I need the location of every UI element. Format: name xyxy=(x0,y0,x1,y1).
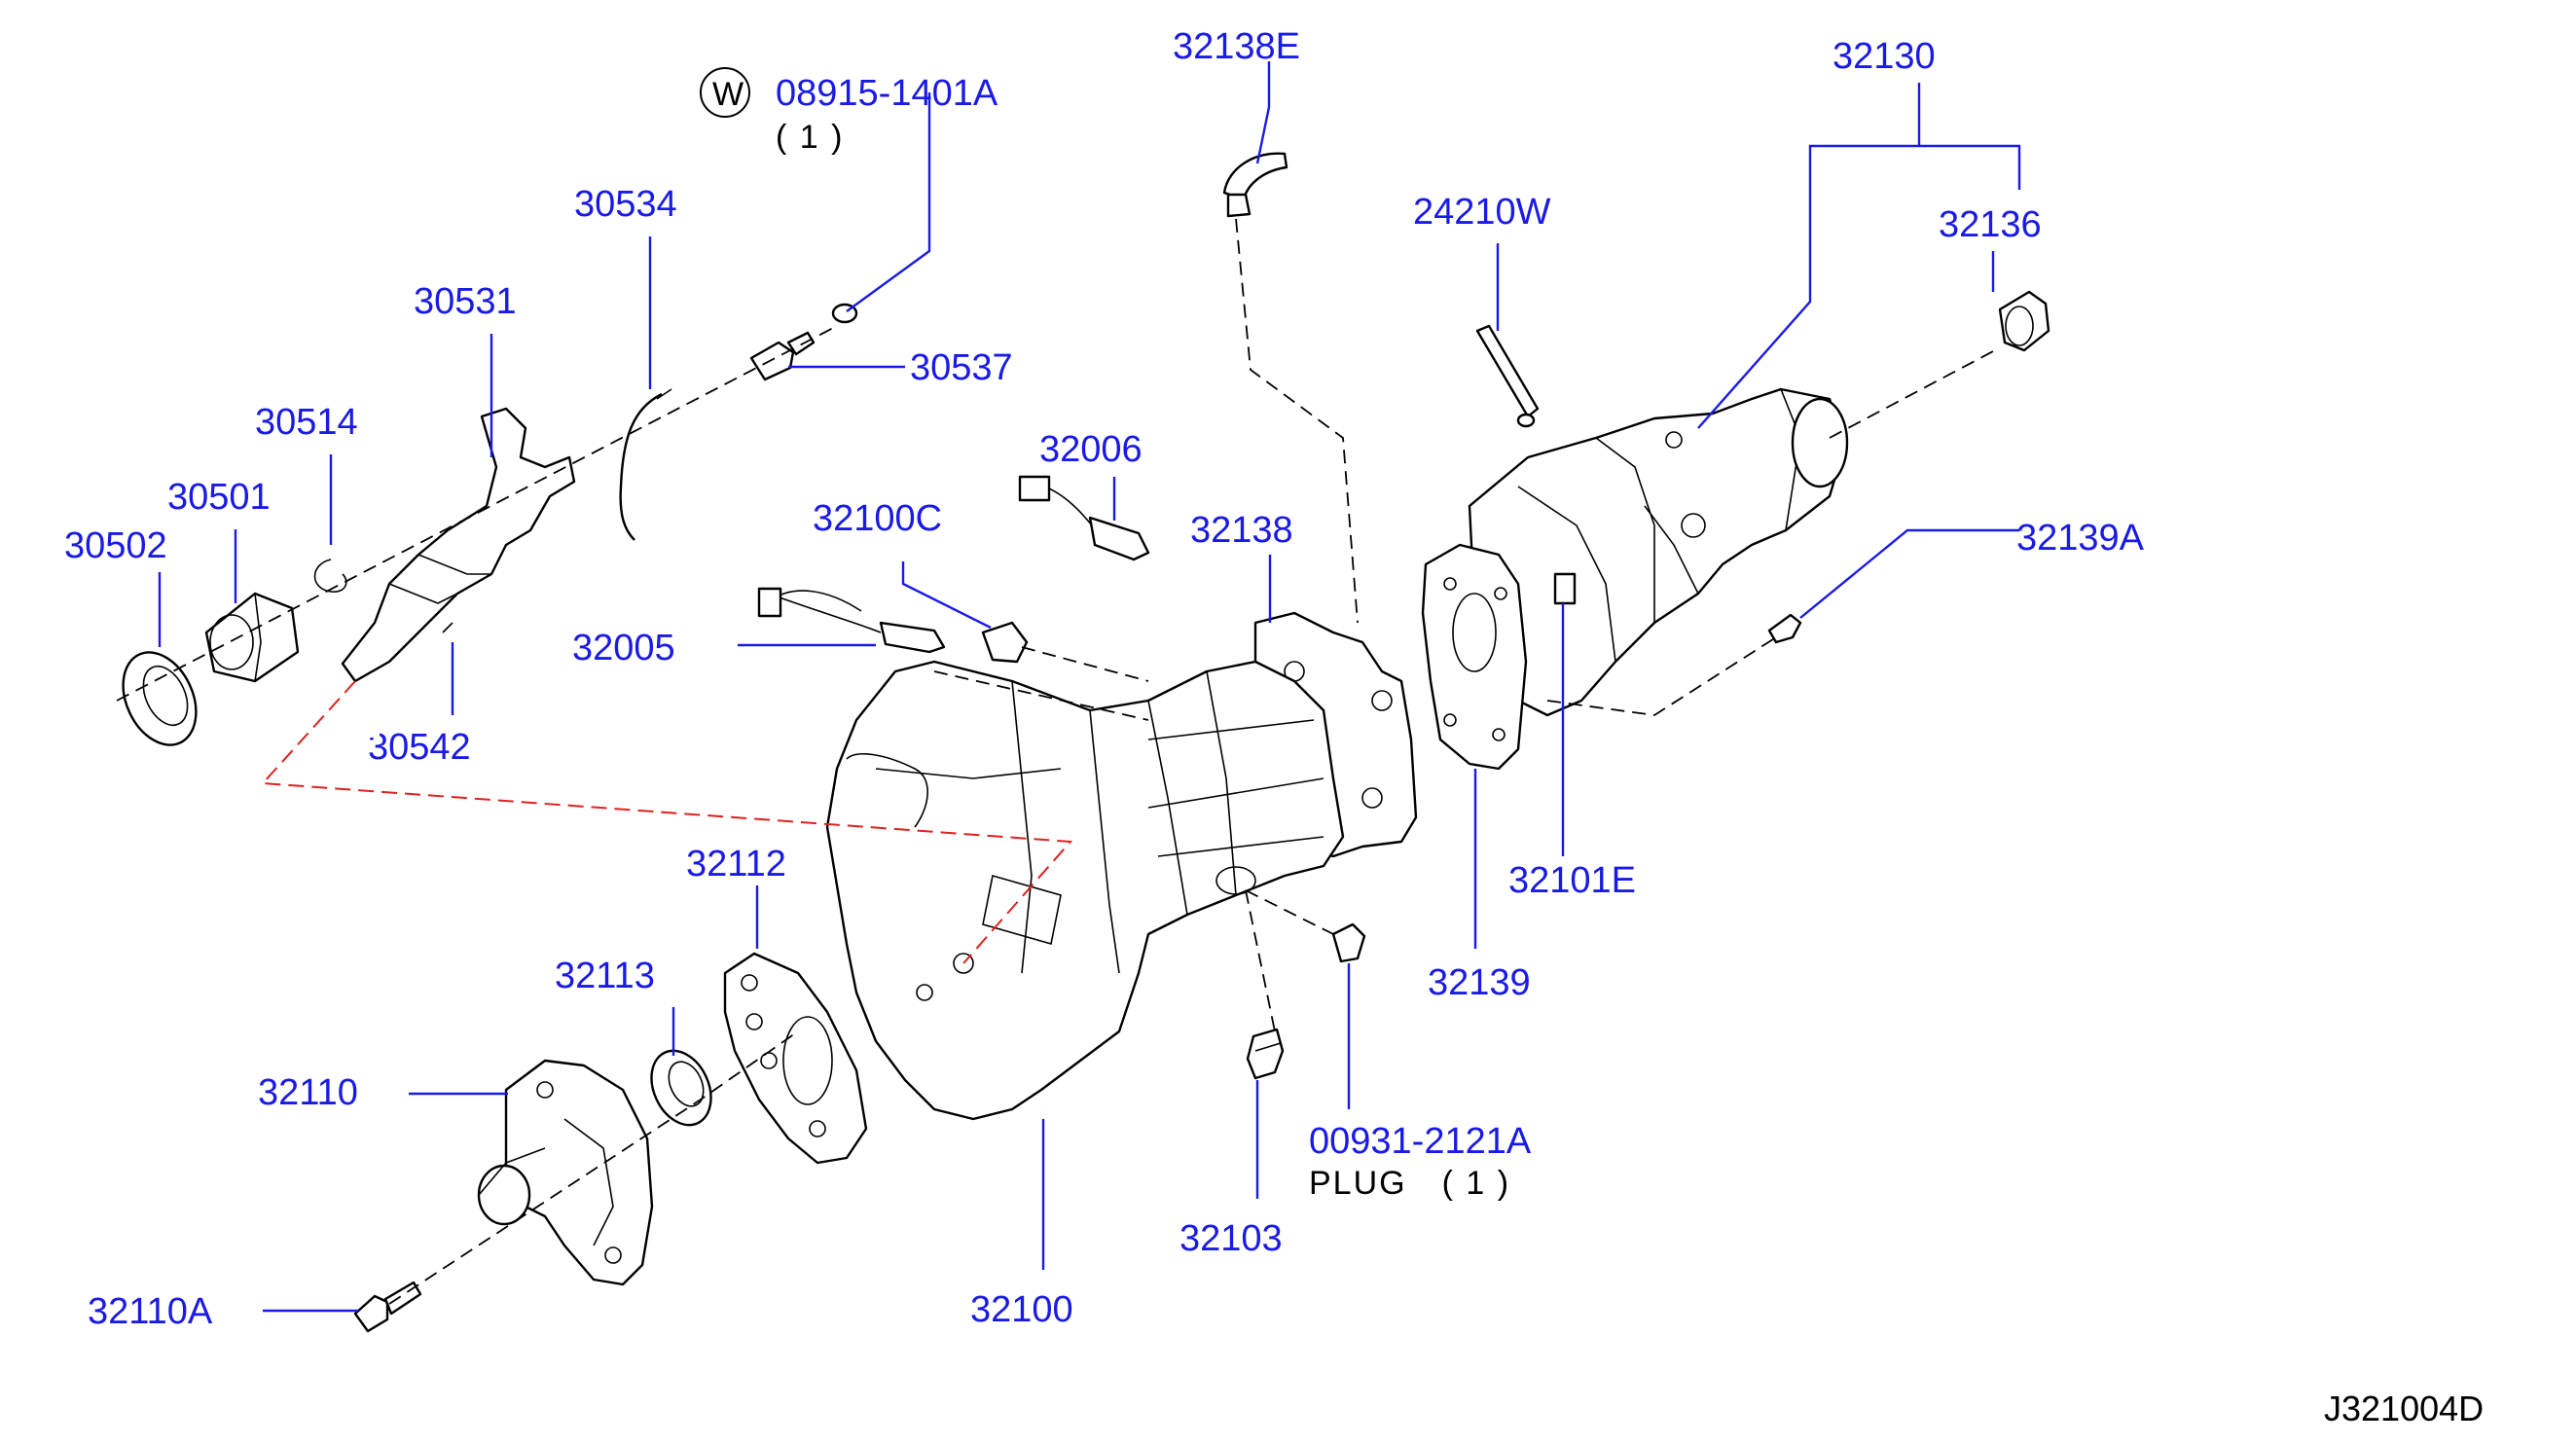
label-30502[interactable]: 30502 xyxy=(64,525,167,566)
label-30514[interactable]: 30514 xyxy=(255,402,358,443)
label-08915-1401A[interactable]: 08915-1401A xyxy=(776,73,998,114)
clip-30514 xyxy=(313,559,347,593)
bolt-30537 xyxy=(749,303,858,381)
label-30501[interactable]: 30501 xyxy=(167,477,271,518)
breather-32138E xyxy=(1222,152,1288,218)
label-00931-2121A[interactable]: 00931-2121A xyxy=(1309,1121,1532,1162)
dowel-32101E xyxy=(1553,572,1577,605)
label-mask xyxy=(368,730,380,738)
bushing-32136 xyxy=(1998,290,2050,352)
gasket-32112 xyxy=(723,952,868,1165)
switch-32100C xyxy=(981,621,1029,664)
bolt-32110A xyxy=(353,1294,389,1333)
label-08915-qty: ( 1 ) xyxy=(776,119,844,156)
label-32110[interactable]: 32110 xyxy=(258,1072,358,1113)
front-cover-32110 xyxy=(477,1059,654,1286)
w-mark-letter: W xyxy=(712,76,745,113)
withdrawal-lever-30531 xyxy=(341,407,576,683)
drain-plug-32103 xyxy=(1246,1028,1285,1080)
label-30531[interactable]: 30531 xyxy=(414,281,517,322)
bolt-32139A xyxy=(1767,613,1802,644)
adapter-plate-32139 xyxy=(1421,543,1528,771)
leader-lines xyxy=(158,61,2021,1313)
label-32113[interactable]: 32113 xyxy=(555,956,655,996)
release-sleeve-30501 xyxy=(204,592,300,683)
label-32101E[interactable]: 32101E xyxy=(1508,860,1636,901)
transmission-case-32100 xyxy=(825,660,1345,1121)
spring-30534 xyxy=(619,392,663,541)
label-30534[interactable]: 30534 xyxy=(574,184,677,225)
label-32005[interactable]: 32005 xyxy=(572,628,675,668)
label-30542[interactable]: 30542 xyxy=(368,727,471,768)
plug-00931 xyxy=(1331,922,1366,963)
label-24210W[interactable]: 24210W xyxy=(1413,192,1551,233)
strap-24210W xyxy=(1475,324,1540,418)
label-32130[interactable]: 32130 xyxy=(1832,36,1936,77)
label-32138E[interactable]: 32138E xyxy=(1173,26,1300,67)
label-32100C[interactable]: 32100C xyxy=(813,498,942,539)
label-32006[interactable]: 32006 xyxy=(1039,429,1143,470)
label-32110A[interactable]: 32110A xyxy=(88,1291,213,1332)
label-32139[interactable]: 32139 xyxy=(1428,962,1531,1003)
label-32100[interactable]: 32100 xyxy=(970,1289,1073,1330)
part-number-labels: W 08915-1401A ( 1 ) 30534 30531 30514 30… xyxy=(64,26,2484,1428)
label-32103[interactable]: 32103 xyxy=(1179,1218,1283,1259)
diagram-code: J321004D xyxy=(2324,1389,2484,1428)
assembly-lines xyxy=(116,218,1996,1305)
label-32112[interactable]: 32112 xyxy=(686,844,786,884)
w-mark-circle xyxy=(700,67,750,118)
release-bearing-30502 xyxy=(122,651,198,746)
part-drawings xyxy=(122,67,2050,1333)
sensor-32006 xyxy=(1018,475,1150,561)
sensor-32005 xyxy=(757,587,946,654)
label-32138[interactable]: 32138 xyxy=(1190,510,1293,551)
label-32136[interactable]: 32136 xyxy=(1939,204,2042,245)
oil-seal-32113 xyxy=(650,1049,712,1127)
label-plug-note: PLUG ( 1 ) xyxy=(1309,1165,1510,1202)
label-30537[interactable]: 30537 xyxy=(910,347,1013,388)
label-32139A[interactable]: 32139A xyxy=(2016,518,2145,559)
